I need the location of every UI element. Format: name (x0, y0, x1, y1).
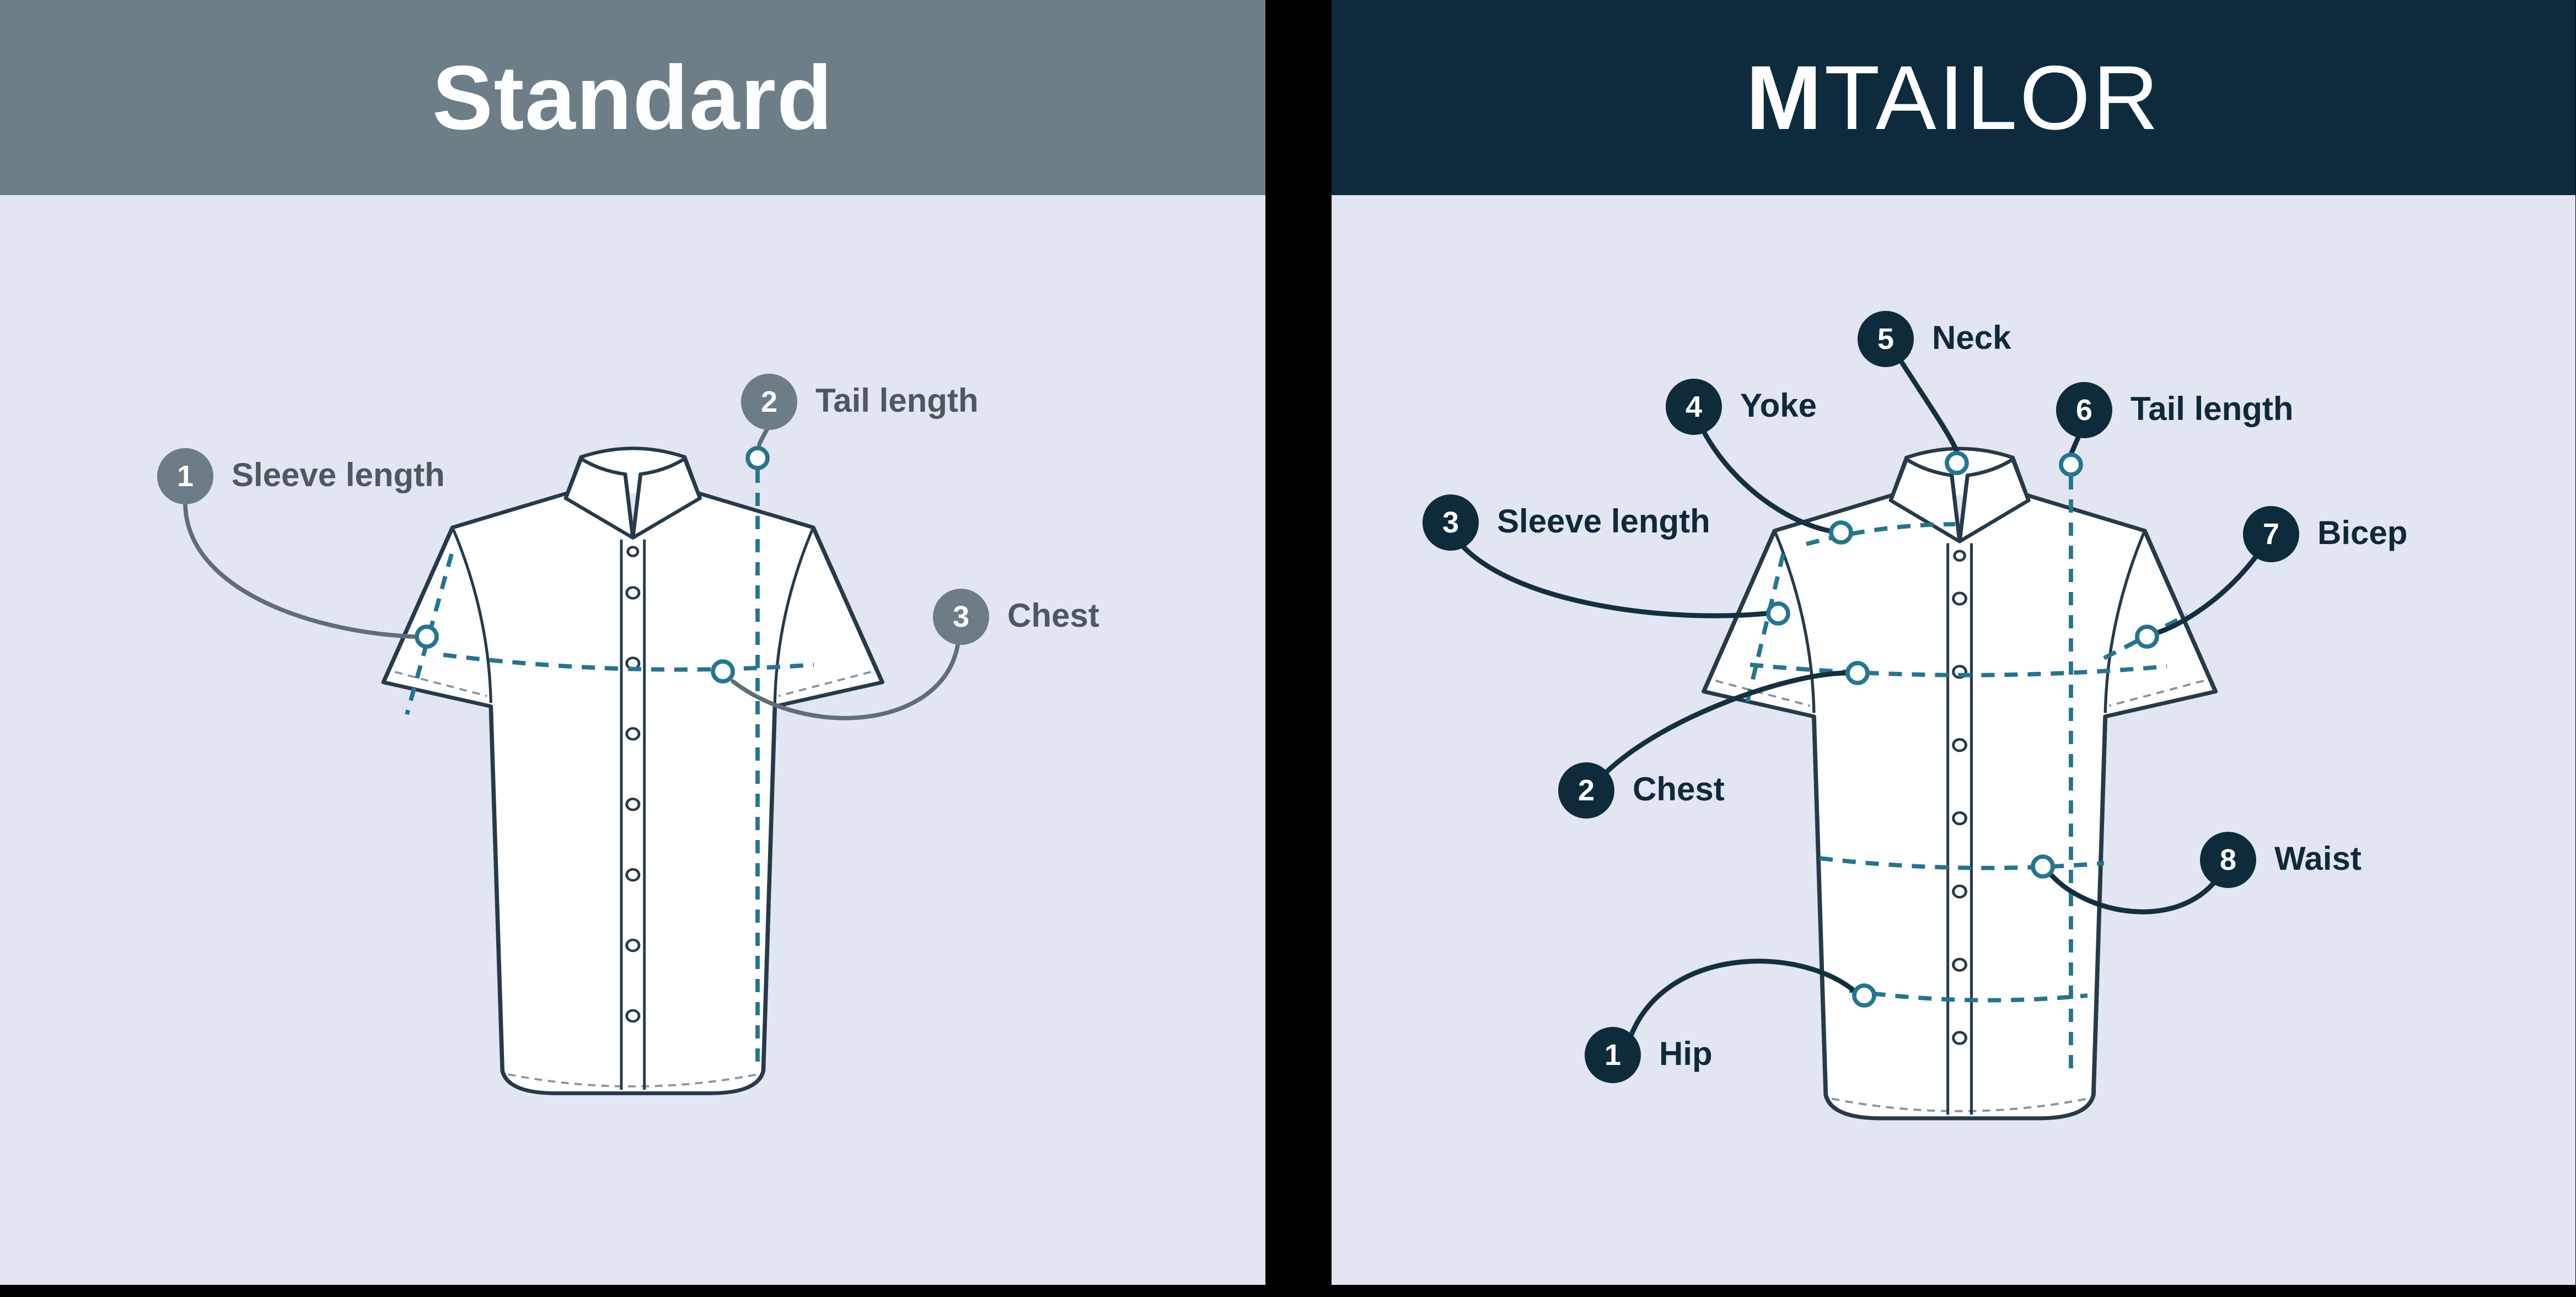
measurement-lines (1743, 476, 2188, 1075)
yoke-marker (1829, 520, 1853, 545)
chest-marker (1845, 661, 1870, 685)
callout-tail-length: 2 Tail length (741, 374, 979, 430)
callout-waist: 8 Waist (2200, 832, 2362, 888)
badge-2: 2 (1558, 762, 1614, 819)
tail-length-marker (2059, 453, 2083, 477)
standard-shirt-diagram (183, 426, 960, 1285)
badge-2: 2 (741, 374, 797, 430)
measurement-markers (415, 446, 770, 684)
hip-connector (1627, 959, 1859, 1043)
badge-1: 1 (1585, 1027, 1641, 1083)
chest-connector (731, 643, 960, 720)
logo-m: M (1746, 46, 1824, 149)
badge-3: 3 (1423, 494, 1479, 551)
callout-sleeve-length: 1 Sleeve length (157, 448, 445, 504)
tail-length-connector (757, 426, 770, 447)
label-sleeve-length: Sleeve length (232, 457, 445, 494)
mtailor-logo: MTAILOR (1746, 45, 2161, 150)
badge-5: 5 (1858, 311, 1914, 367)
shirt-illustration (1704, 449, 2215, 1118)
sleeve-length-marker (415, 625, 439, 649)
label-chest: Chest (1007, 598, 1099, 634)
hip-marker (1852, 983, 1876, 1008)
chest-line (1749, 663, 2167, 677)
callout-yoke: 4 Yoke (1666, 379, 1817, 435)
callout-chest: 2 Chest (1558, 762, 1725, 819)
logo-tailor: TAILOR (1824, 46, 2161, 149)
hip-line (1849, 988, 2088, 1003)
callout-sleeve-length: 3 Sleeve length (1423, 494, 1710, 551)
callout-neck: 5 Neck (1858, 311, 2011, 367)
waist-line (1819, 856, 2105, 870)
sleeve-length-line (405, 553, 454, 715)
callout-connectors (183, 426, 960, 720)
shirt-illustration (383, 448, 882, 1093)
waist-connector (2048, 872, 2219, 914)
sleeve-length-connector (183, 500, 416, 639)
label-tail-length: Tail length (2130, 391, 2294, 428)
label-chest: Chest (1633, 771, 1725, 808)
callout-hip: 1 Hip (1585, 1027, 1713, 1083)
label-hip: Hip (1659, 1036, 1713, 1073)
badge-1: 1 (157, 448, 213, 504)
chest-marker (711, 659, 735, 684)
mtailor-header: MTAILOR (1332, 0, 2575, 195)
label-waist: Waist (2274, 841, 2362, 878)
standard-header: Standard (0, 0, 1265, 195)
label-neck: Neck (1932, 320, 2011, 357)
mtailor-shirt-diagram (1459, 358, 2261, 1285)
sleeve-length-line (1743, 553, 1785, 712)
badge-6: 6 (2056, 382, 2112, 438)
standard-title: Standard (432, 46, 834, 149)
callout-connectors (1459, 358, 2261, 1043)
bicep-marker (2135, 625, 2159, 649)
neck-connector (1898, 358, 1960, 454)
label-sleeve-length: Sleeve length (1497, 503, 1710, 540)
callout-bicep: 7 Bicep (2243, 506, 2407, 562)
neck-marker (1945, 451, 1969, 475)
badge-3: 3 (933, 589, 989, 645)
callout-chest: 3 Chest (933, 589, 1099, 645)
badge-7: 7 (2243, 506, 2299, 562)
chest-line (443, 653, 814, 672)
badge-8: 8 (2200, 832, 2256, 888)
yoke-connector (1701, 429, 1832, 534)
measurement-markers (1766, 451, 2159, 1008)
measurement-lines (405, 470, 814, 1072)
mtailor-panel: MTAILOR 1 Hip 2 Chest 3 Sleeve length 4 … (1332, 0, 2575, 1285)
badge-4: 4 (1666, 379, 1722, 435)
sleeve-length-marker (1766, 601, 1790, 626)
yoke-line (1805, 522, 1956, 546)
waist-marker (2031, 854, 2055, 879)
label-tail-length: Tail length (815, 383, 979, 419)
standard-panel: Standard 1 Sleeve length 2 Tail length 3… (0, 0, 1265, 1285)
chest-connector (1600, 670, 1849, 778)
callout-tail-length: 6 Tail length (2056, 382, 2294, 438)
label-bicep: Bicep (2317, 515, 2408, 552)
bicep-connector (2153, 551, 2261, 636)
sleeve-length-connector (1459, 543, 1769, 618)
label-yoke: Yoke (1740, 388, 1817, 424)
tail-length-marker (745, 446, 770, 470)
